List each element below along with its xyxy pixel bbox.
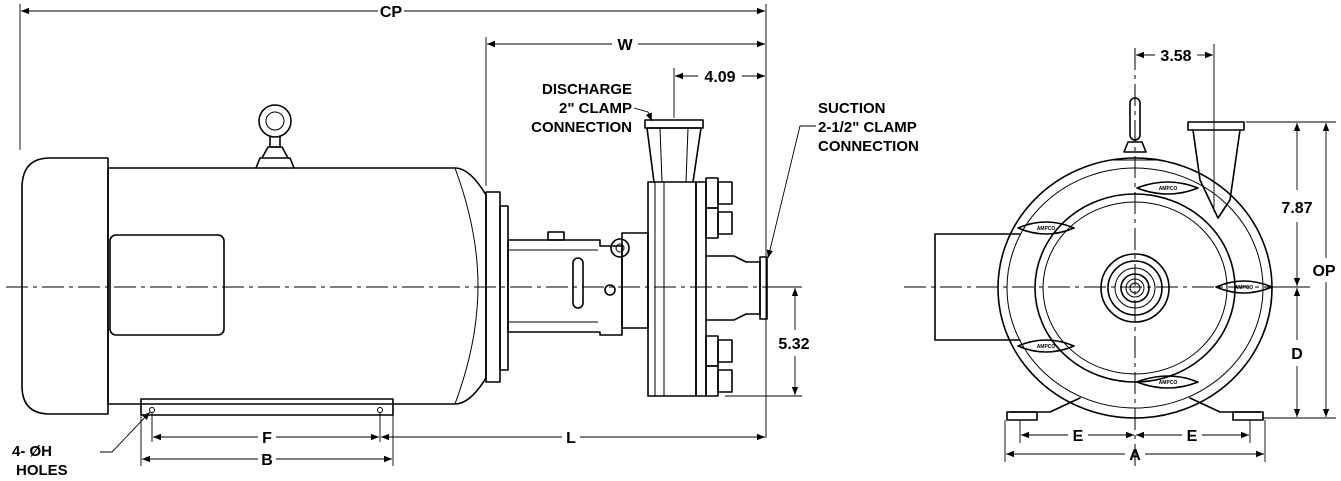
front-view: AMPCO AMPCO AMPCO AMPCO AMPCO (904, 48, 1310, 470)
callout-holes-1: 4- ØH (12, 443, 52, 460)
dim-d: D (1291, 346, 1303, 363)
dim-cp: CP (380, 4, 403, 21)
dim-7-87: 7.87 (1281, 200, 1312, 217)
svg-text:AMPCO: AMPCO (1159, 380, 1178, 386)
front-discharge (1192, 129, 1241, 219)
bracket (507, 239, 623, 336)
dim-l: L (566, 430, 576, 447)
svg-text:AMPCO: AMPCO (1235, 285, 1254, 291)
front-casing-outer (997, 157, 1273, 419)
side-view (6, 104, 790, 416)
svg-text:AMPCO: AMPCO (1037, 344, 1056, 350)
motor-fan-cover (21, 157, 109, 415)
ampco-plates: AMPCO AMPCO AMPCO AMPCO AMPCO (1017, 181, 1273, 389)
front-dimensions: 3.58 7.87 D OP E E A (1004, 44, 1336, 464)
svg-text:AMPCO: AMPCO (1037, 226, 1056, 232)
callout-holes-2: HOLES (16, 462, 68, 479)
callout-discharge-2: 2" CLAMP (559, 100, 632, 117)
callout-suction-2: 2-1/2" CLAMP (818, 119, 917, 136)
dim-e-left: E (1073, 428, 1084, 445)
callout-discharge-3: CONNECTION (531, 119, 632, 136)
dim-5-32: 5.32 (778, 336, 809, 353)
terminal-box (109, 234, 225, 336)
dim-w: W (617, 37, 633, 54)
drain-slot (572, 257, 584, 309)
side-dimensions: CP W 4.09 5.32 F L B (19, 4, 810, 469)
eye-bolt (255, 104, 295, 169)
dim-f: F (262, 430, 272, 447)
dim-op: OP (1312, 263, 1335, 280)
discharge-port (646, 127, 702, 183)
casing-backplate (621, 232, 649, 329)
callout-suction-3: CONNECTION (818, 138, 919, 155)
base-plate (140, 398, 394, 416)
dim-e-right: E (1187, 428, 1198, 445)
casing-bolts (705, 177, 733, 397)
callout-discharge-1: DISCHARGE (542, 81, 632, 98)
motor-body (107, 167, 487, 405)
svg-text:AMPCO: AMPCO (1159, 186, 1178, 192)
callout-suction-1: SUCTION (818, 100, 886, 117)
front-inlet-tube (934, 233, 1021, 341)
dim-a: A (1129, 447, 1141, 464)
side-callouts: DISCHARGE 2" CLAMP CONNECTION SUCTION 2-… (12, 81, 919, 479)
dim-4-09: 4.09 (704, 69, 735, 86)
dim-3-58: 3.58 (1160, 48, 1191, 65)
dim-b: B (261, 452, 273, 469)
suction-port (705, 255, 761, 321)
